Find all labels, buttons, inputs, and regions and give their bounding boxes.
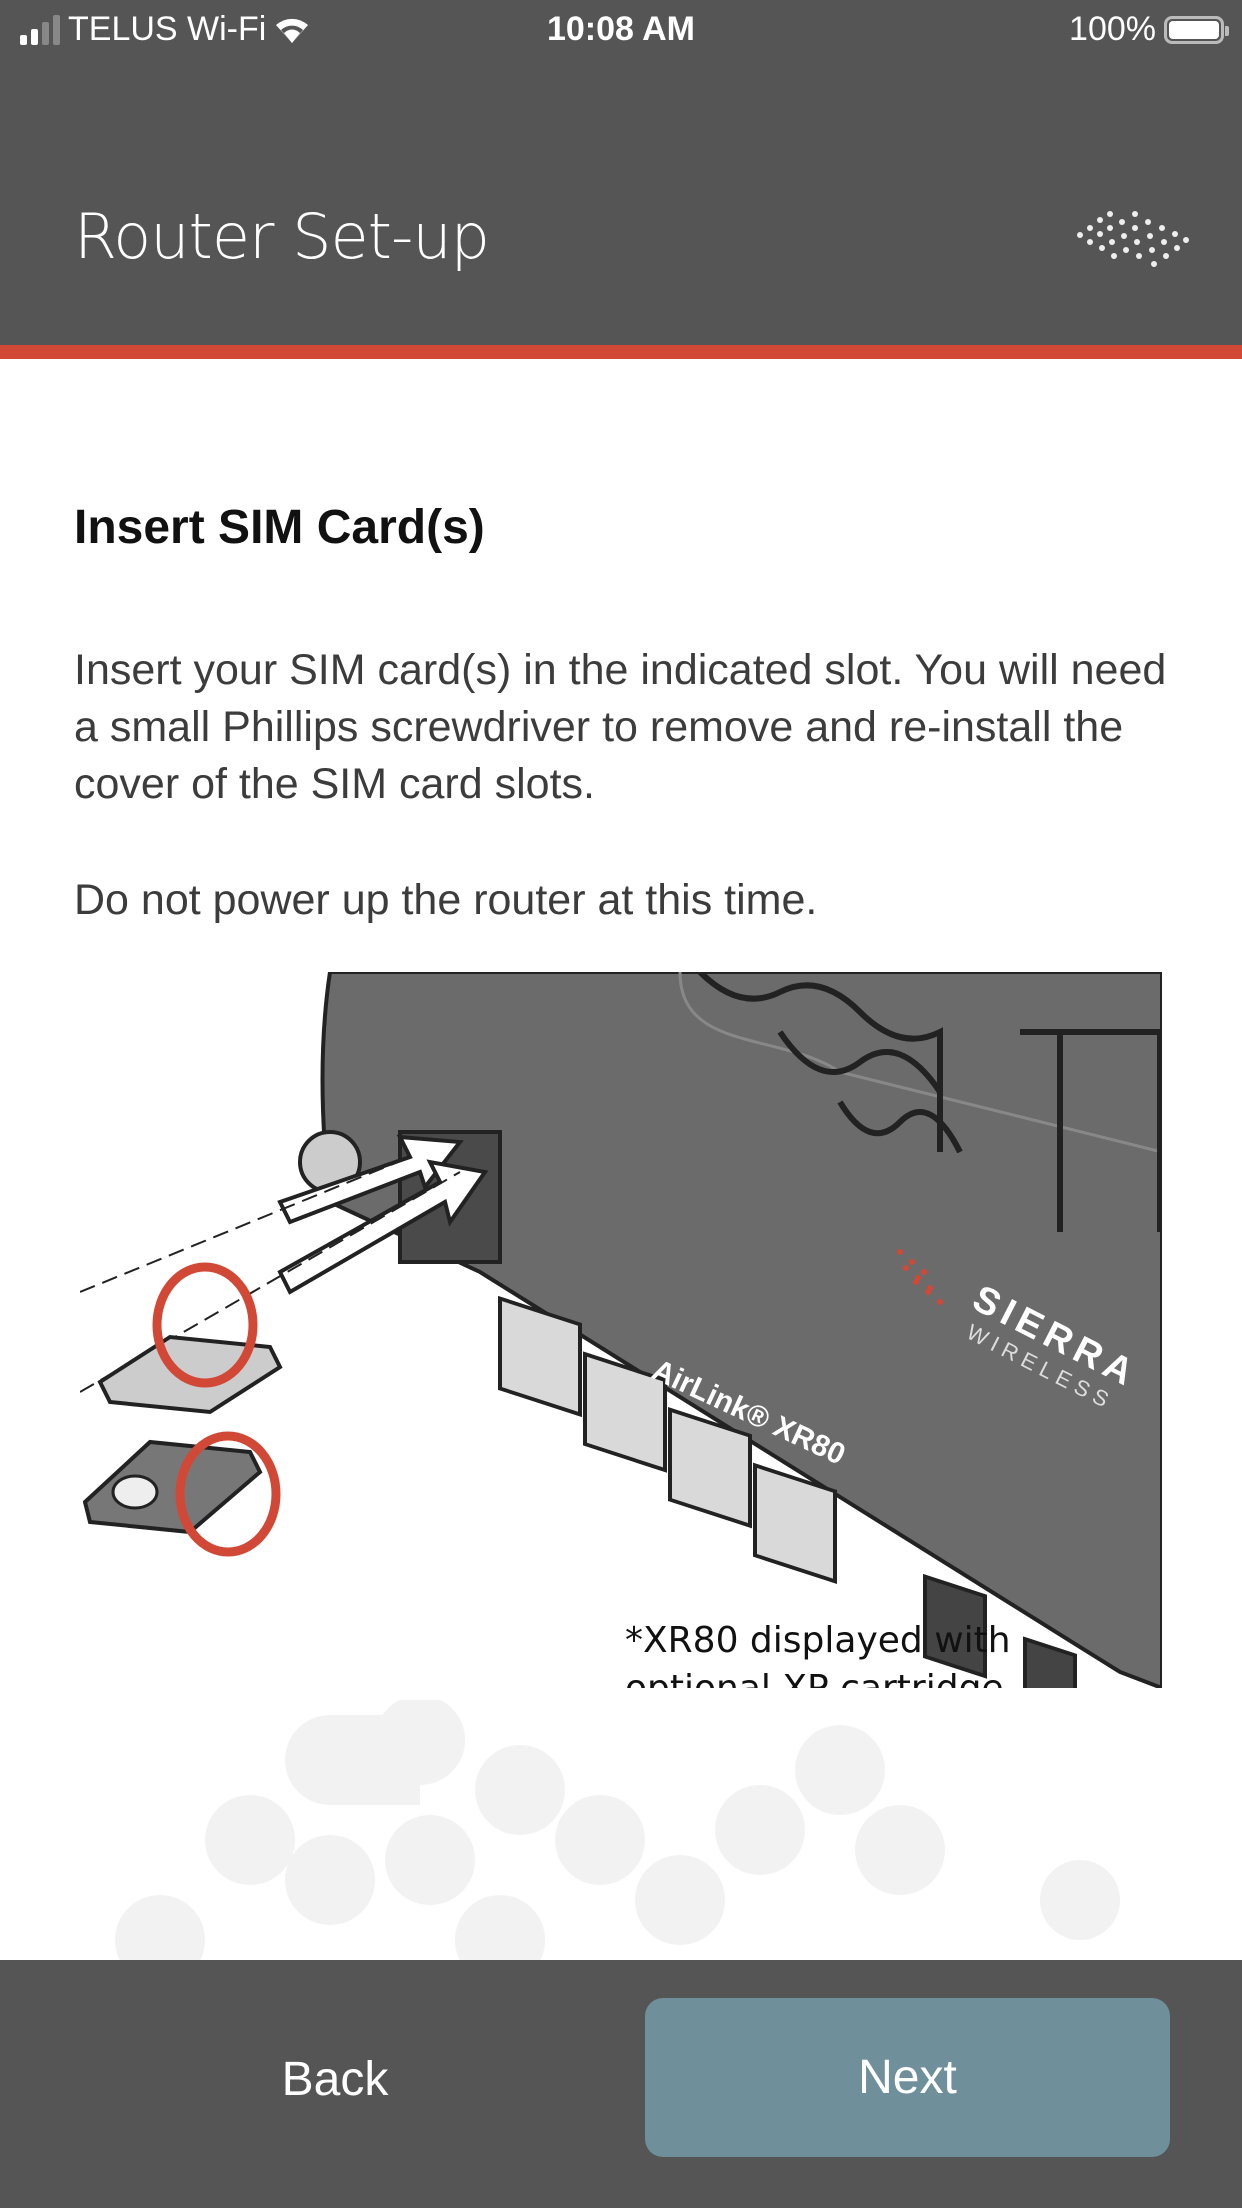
wifi-icon <box>276 18 309 43</box>
battery-icon <box>1164 15 1229 44</box>
app-header: TELUS Wi-Fi 10:08 AM 100% Router Set-up <box>0 0 1242 345</box>
brand-logo-icon <box>1077 211 1189 267</box>
battery-percent: 100% <box>1069 10 1156 48</box>
carrier-label: TELUS Wi-Fi <box>68 10 267 48</box>
signal-icon <box>20 14 60 45</box>
warning-text: Do not power up the router at this time. <box>74 876 818 924</box>
illustration-caption-1: *XR80 displayed with <box>625 1620 1011 1661</box>
next-button[interactable]: Next <box>645 1998 1170 2157</box>
status-bar: TELUS Wi-Fi 10:08 AM 100% <box>0 0 1242 62</box>
background-pattern <box>115 1700 1120 1962</box>
illustration-caption-2: optional XP cartridge <box>625 1668 1004 1688</box>
instructions-text: Insert your SIM card(s) in the indicated… <box>74 646 1167 808</box>
sim-insertion-illustration: SIERRA WIRELESS AirLink® XR80 *XR80 disp… <box>80 972 1162 1688</box>
page-title: Router Set-up <box>74 200 490 273</box>
step-heading: Insert SIM Card(s) <box>74 501 485 554</box>
accent-bar <box>0 345 1242 359</box>
back-button[interactable]: Back <box>170 2020 500 2138</box>
clock: 10:08 AM <box>546 10 696 48</box>
